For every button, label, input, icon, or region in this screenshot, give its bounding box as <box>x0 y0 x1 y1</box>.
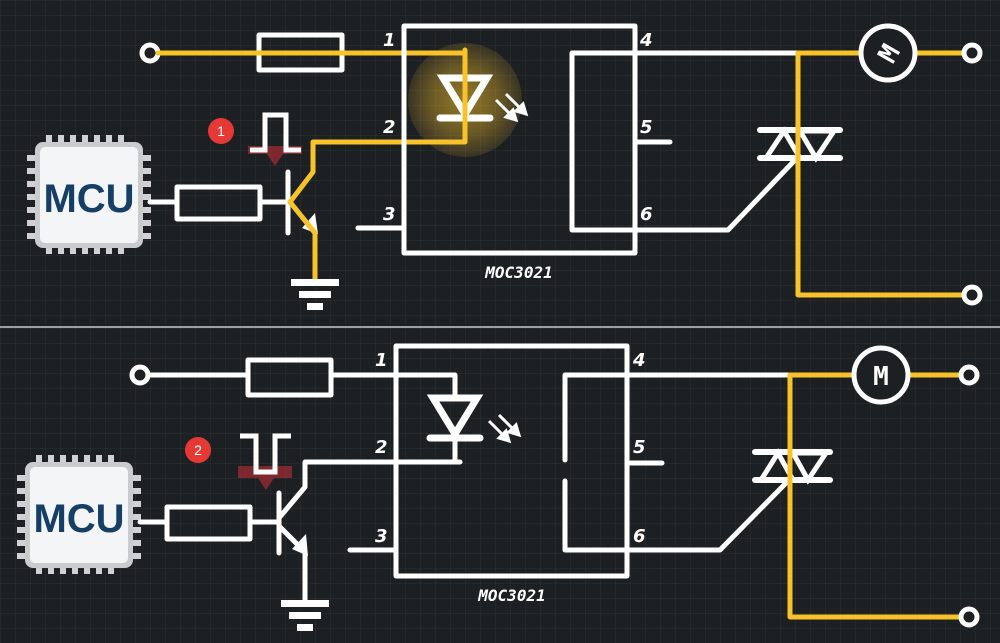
series-resistor <box>245 357 334 398</box>
pin-label-3: 3 <box>375 526 388 547</box>
pin-label-1: 1 <box>375 350 388 371</box>
mcu-pins <box>17 455 141 574</box>
diagram-panel-step-1: MCU 1 <box>0 0 1000 326</box>
base-resistor <box>164 504 253 542</box>
output-terminal-bottom <box>961 284 983 306</box>
mcu-pins <box>27 135 151 254</box>
pin-label-6: 6 <box>633 526 646 547</box>
ground-icon <box>291 279 339 310</box>
motor-icon: M <box>858 23 918 83</box>
step-badge: 1 <box>208 118 234 144</box>
panel-divider <box>0 326 1000 328</box>
chip-name-label: MOC3021 <box>484 263 552 282</box>
triac-driver-upper <box>562 372 793 463</box>
pulse-high-icon <box>248 112 302 166</box>
pulse-low-icon <box>238 433 292 490</box>
svg-text:1: 1 <box>217 123 225 139</box>
svg-text:2: 2 <box>194 442 202 458</box>
mcu-label: MCU <box>33 497 124 541</box>
motor-icon: M <box>851 345 911 405</box>
current-path-load <box>787 372 965 620</box>
diagram-panel-step-2: MCU 2 <box>0 328 1000 643</box>
triac-driver-lower <box>562 478 790 553</box>
pin-label-5: 5 <box>633 437 646 458</box>
pin-label-2: 2 <box>375 437 388 458</box>
ground-icon <box>281 600 329 631</box>
led-icon <box>436 50 494 142</box>
pin-label-5: 5 <box>640 117 653 138</box>
output-terminal-top <box>958 364 980 386</box>
mcu-chip: MCU <box>17 455 141 574</box>
pin-label-4: 4 <box>639 30 653 51</box>
circuit-schematic-step-2: MCU 2 <box>17 343 980 631</box>
wire-to-led-anode <box>328 372 458 398</box>
triac-driver-loop <box>569 50 803 233</box>
mcu-chip: MCU <box>27 135 151 254</box>
mcu-label: MCU <box>43 177 134 221</box>
pin-label-3: 3 <box>383 204 396 225</box>
output-terminal-bottom <box>958 606 980 628</box>
step-badge: 2 <box>185 437 211 463</box>
output-terminal-top <box>961 42 983 64</box>
light-emission-arrows-icon <box>487 413 522 444</box>
current-path-load <box>795 50 968 298</box>
pin-label-6: 6 <box>640 204 653 225</box>
pin-label-2: 2 <box>383 117 396 138</box>
npn-transistor <box>276 459 463 603</box>
pin-label-4: 4 <box>632 350 646 371</box>
circuit-schematic-step-1: MCU 1 <box>27 23 983 310</box>
chip-name-label: MOC3021 <box>477 586 545 605</box>
led-icon <box>426 394 484 442</box>
base-resistor <box>174 184 263 222</box>
pin-label-1: 1 <box>383 30 396 51</box>
light-emission-arrows-icon <box>494 92 529 123</box>
motor-label: M <box>873 362 889 392</box>
triac-icon <box>757 126 843 163</box>
